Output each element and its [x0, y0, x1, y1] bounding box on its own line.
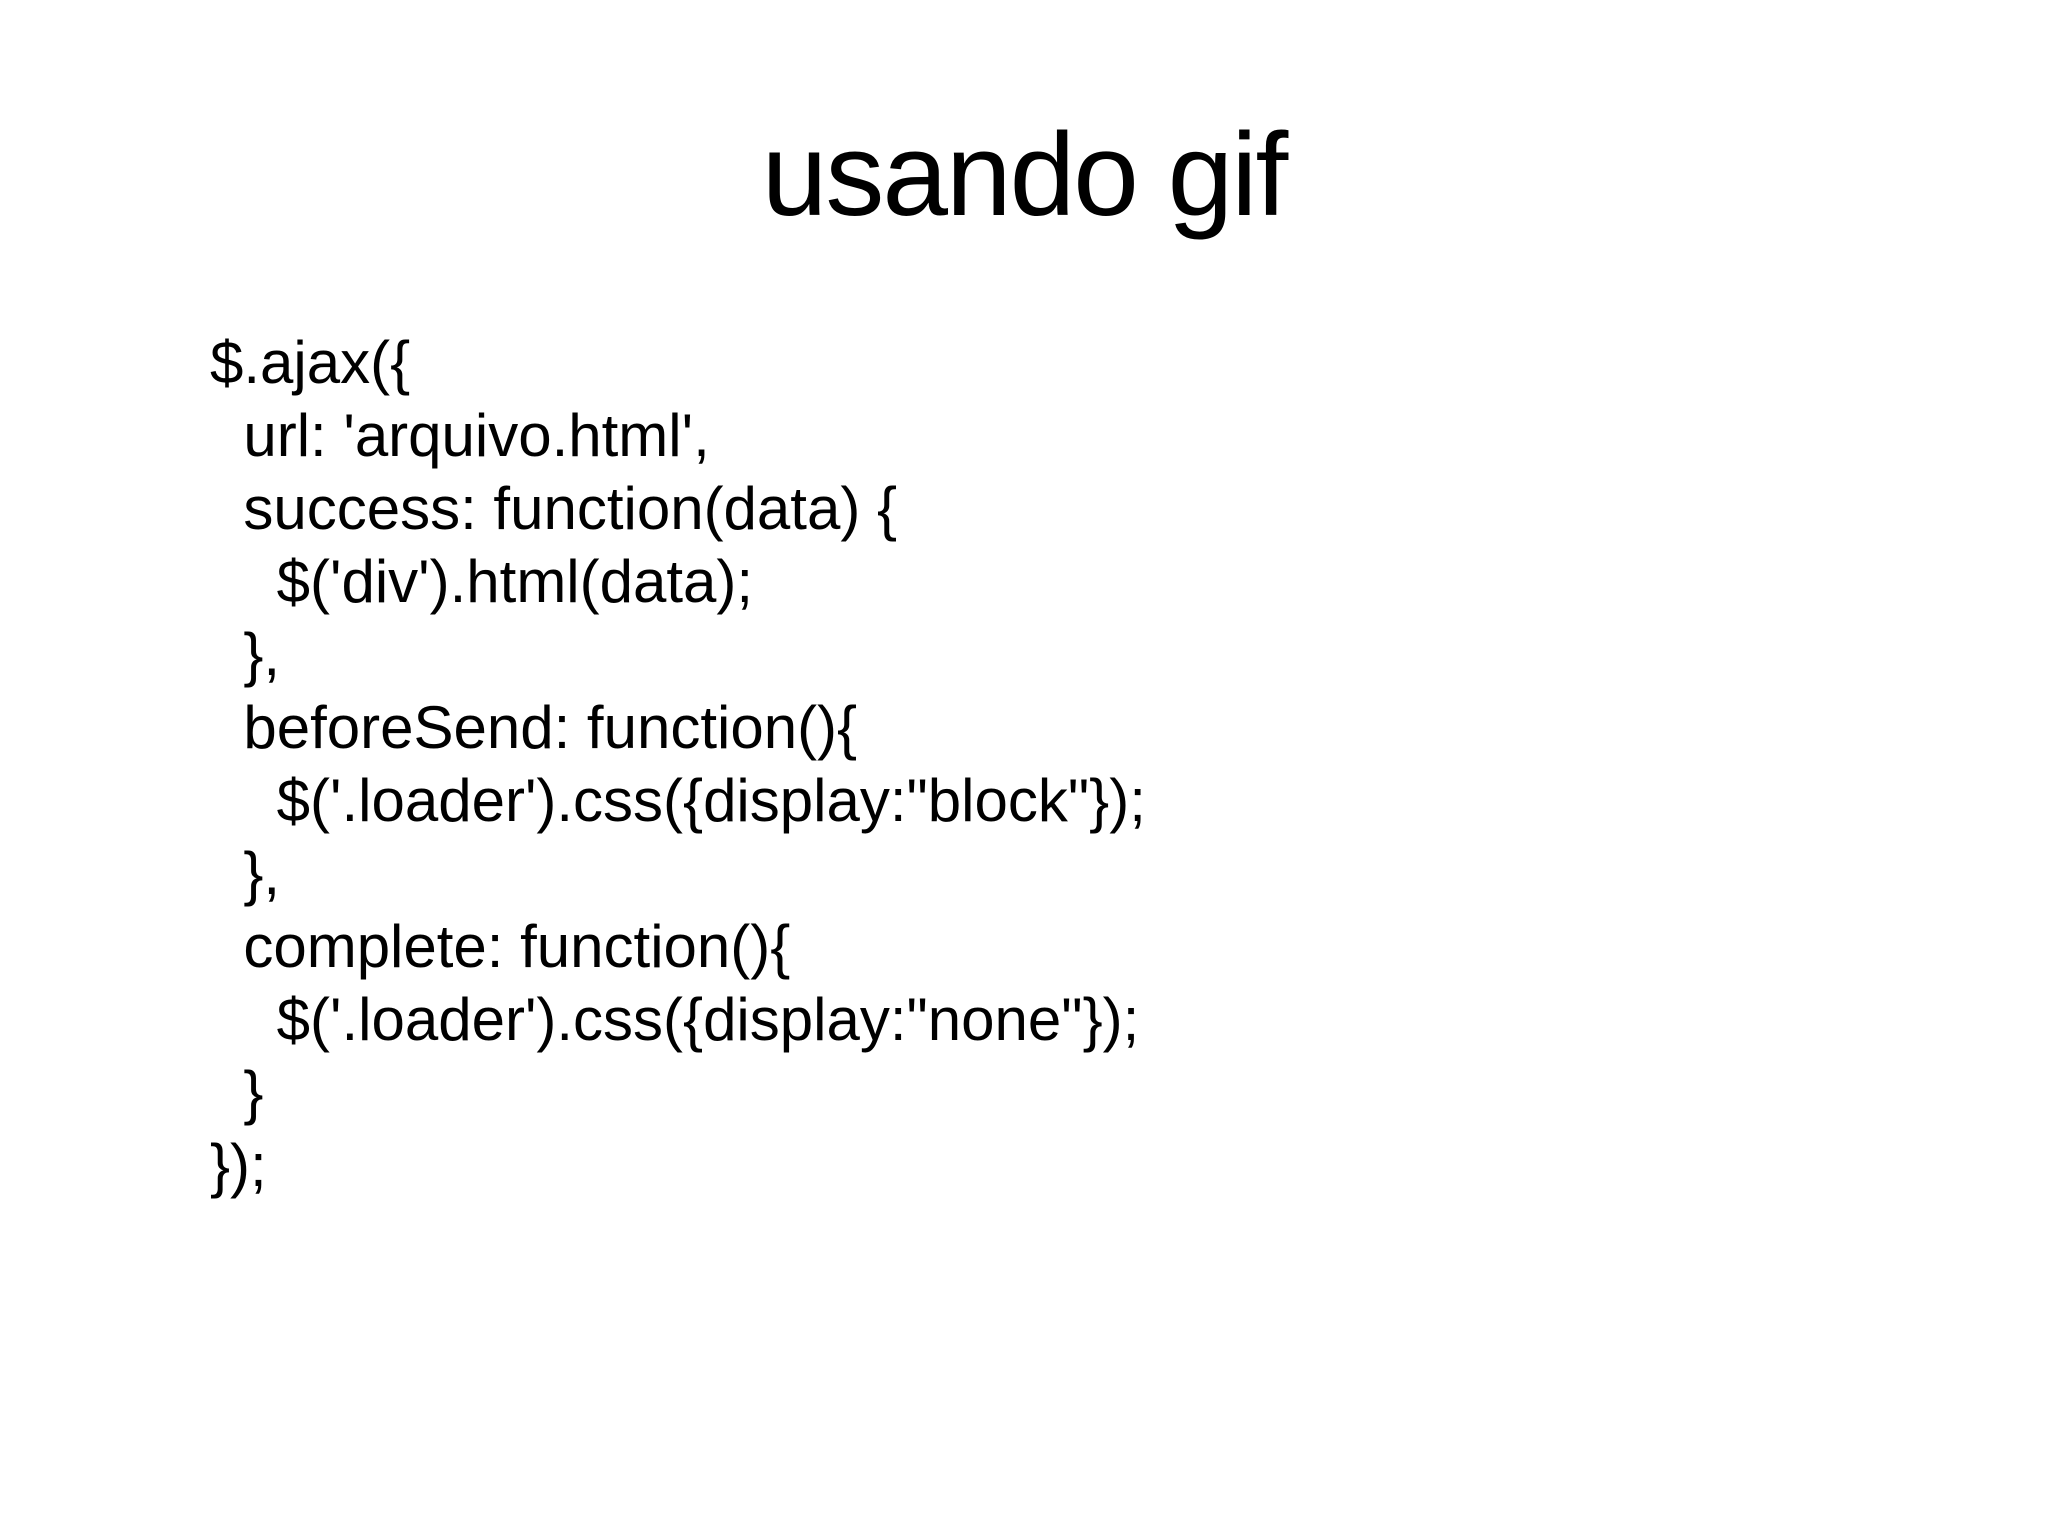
code-line: $('.loader').css({display:"block"}); — [210, 767, 1146, 834]
page-title: usando gif — [761, 109, 1289, 241]
code-line: success: function(data) { — [210, 475, 898, 542]
code-line: } — [210, 1059, 264, 1126]
code-line: complete: function(){ — [210, 913, 791, 980]
code-line: $('div').html(data); — [210, 548, 754, 615]
code-line: }, — [210, 840, 281, 907]
code-line: beforeSend: function(){ — [210, 694, 858, 761]
code-line: $('.loader').css({display:"none"}); — [210, 986, 1140, 1053]
code-line: url: 'arquivo.html', — [210, 402, 710, 469]
code-line: }); — [210, 1132, 267, 1199]
code-block: $.ajax({ url: 'arquivo.html', success: f… — [210, 326, 1146, 1202]
code-line: }, — [210, 621, 281, 688]
code-line: $.ajax({ — [210, 329, 411, 396]
